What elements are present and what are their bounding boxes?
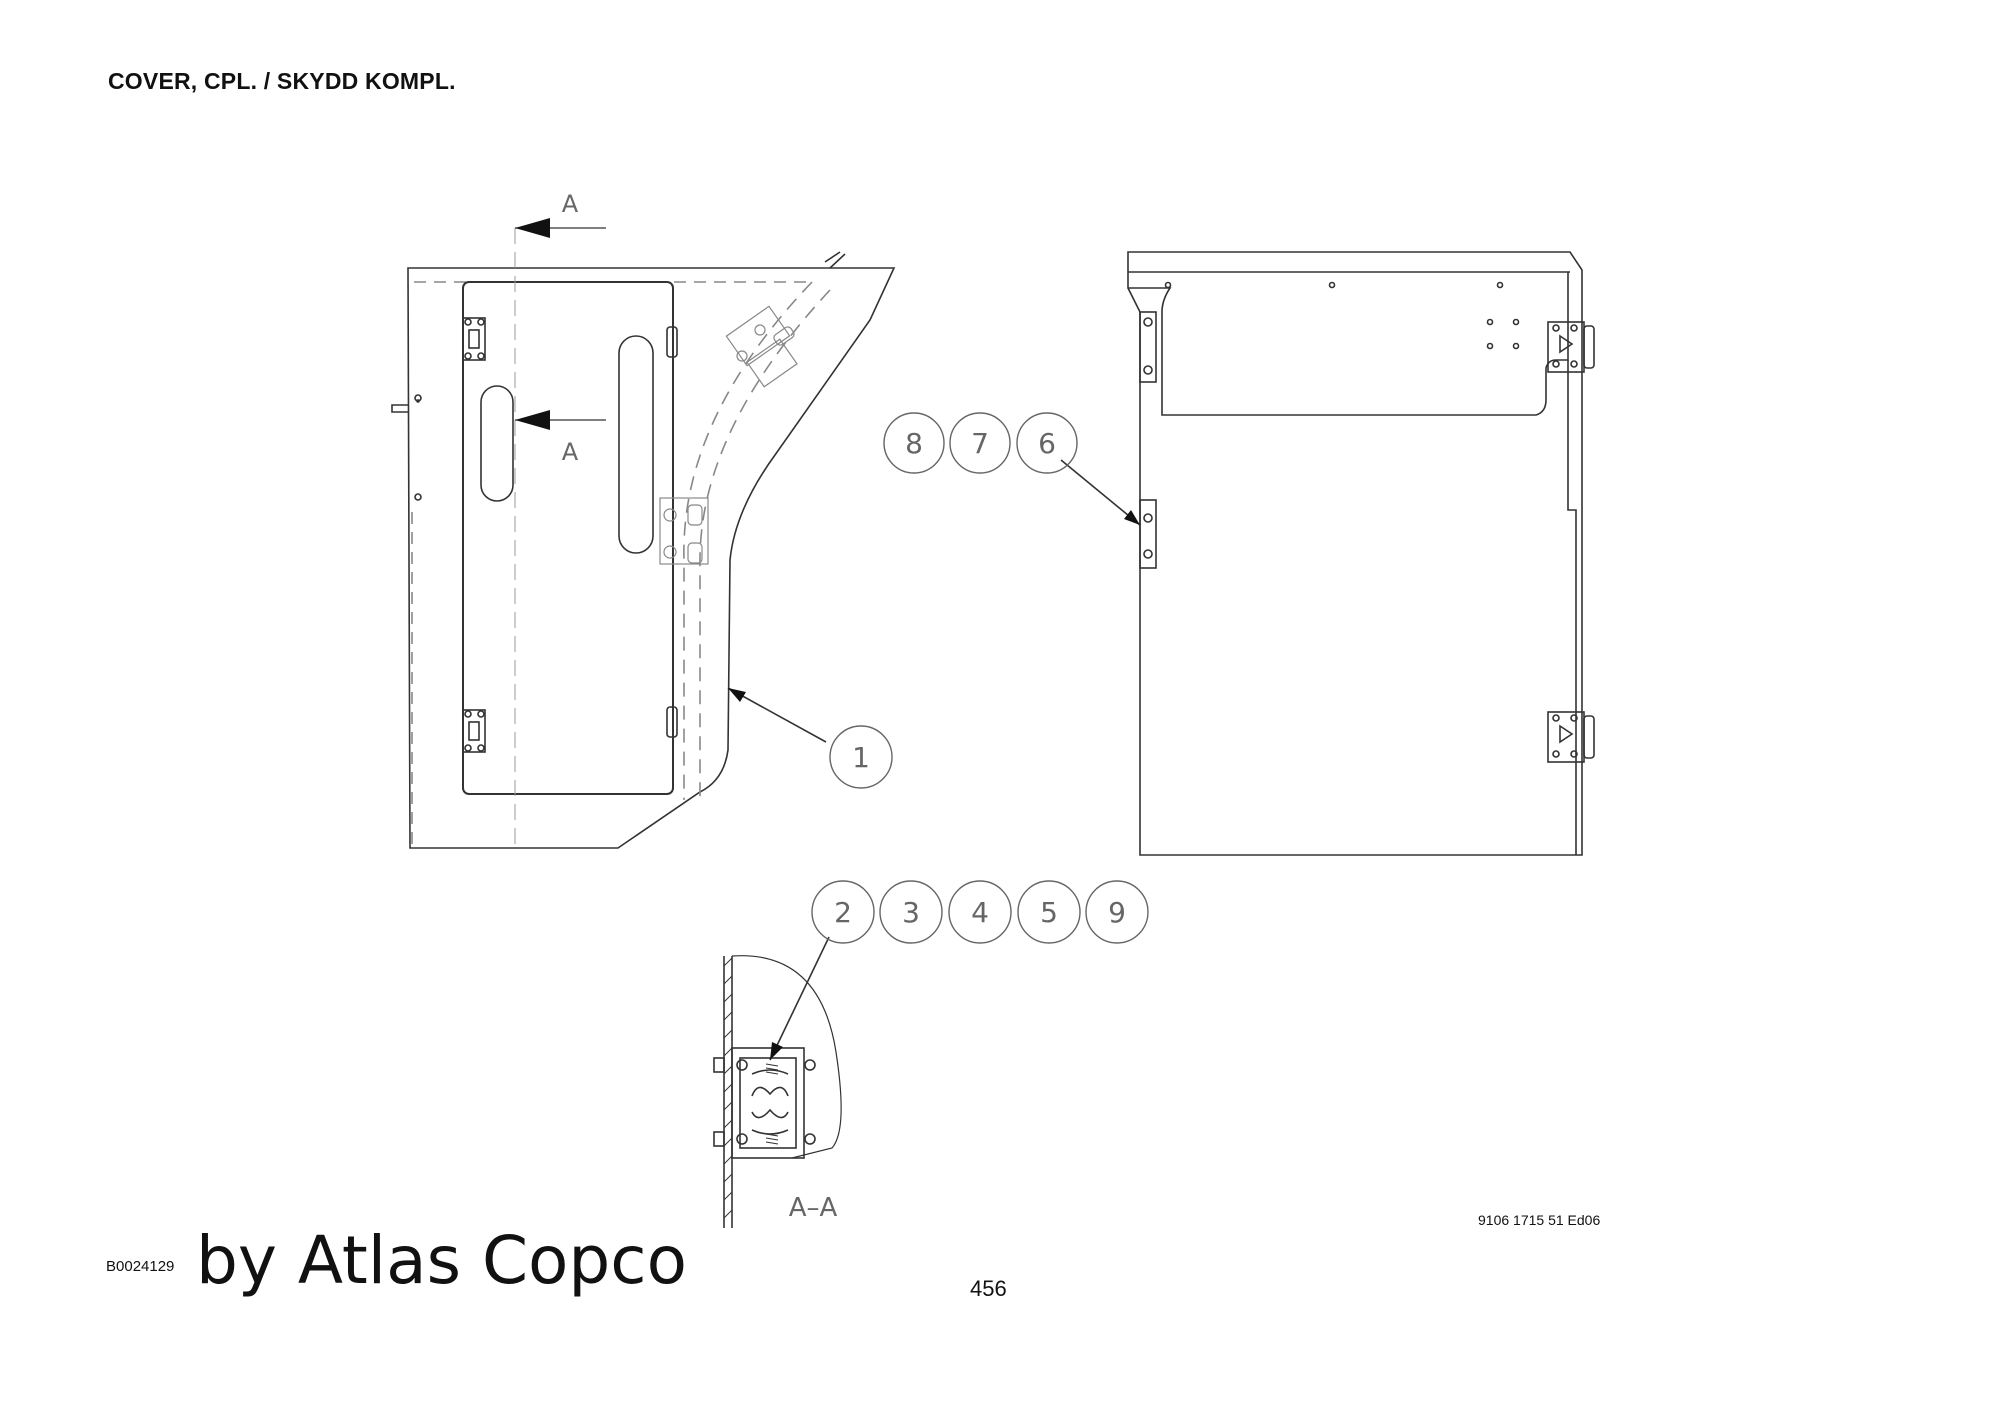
callout-6-label: 6 <box>1038 427 1056 460</box>
section-arrow-mid <box>515 410 550 430</box>
callout-4-label: 4 <box>971 896 989 929</box>
reference-code: B0024129 <box>106 1258 175 1275</box>
callout-7 <box>949 412 1011 474</box>
callout-6 <box>1016 412 1078 474</box>
section-a-a-detail <box>713 955 842 1228</box>
callout-7-label: 7 <box>971 427 989 460</box>
callout-9-label: 9 <box>1108 896 1126 929</box>
section-arrow-top <box>515 218 550 238</box>
callout-4 <box>948 880 1012 944</box>
cover-front-view <box>1127 251 1595 856</box>
callout-5 <box>1017 880 1081 944</box>
callout-5-label: 5 <box>1040 896 1058 929</box>
callout-3-label: 3 <box>902 896 920 929</box>
hinge-upper-left <box>462 317 486 361</box>
hinge-lower-left <box>462 709 486 753</box>
section-mark-top: A <box>562 190 579 218</box>
section-label: A–A <box>789 1193 838 1223</box>
section-mark-mid: A <box>562 438 579 466</box>
document-code: 9106 1715 51 Ed06 <box>1478 1212 1601 1228</box>
cover-side-view <box>391 227 896 849</box>
callout-9 <box>1085 880 1149 944</box>
callout-2-label: 2 <box>834 896 852 929</box>
callout-8-label: 8 <box>905 427 923 460</box>
page-title: COVER, CPL. / SKYDD KOMPL. <box>108 68 456 94</box>
callout-1 <box>829 725 893 789</box>
hinge-lower-right <box>1547 711 1595 763</box>
callout-8 <box>883 412 945 474</box>
callout-2 <box>811 880 875 944</box>
callout-1-label: 1 <box>852 741 870 774</box>
hinge-upper-right <box>1547 321 1595 373</box>
callout-3 <box>879 880 943 944</box>
page-number: 456 <box>970 1276 1007 1301</box>
brand-byline: by Atlas Copco <box>196 1222 687 1299</box>
